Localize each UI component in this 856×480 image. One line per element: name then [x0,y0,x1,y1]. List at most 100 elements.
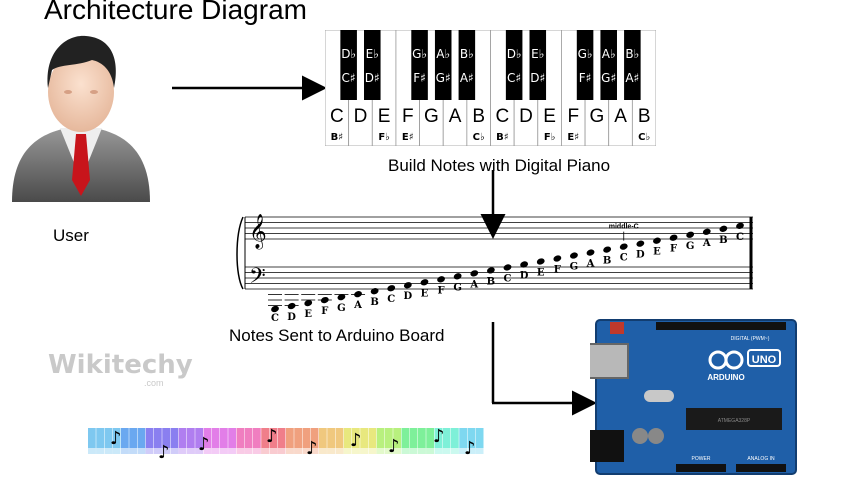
usb-port [590,343,629,379]
rainbow-key [393,428,401,454]
rainbow-key [137,428,146,454]
uno-text: UNO [752,354,777,366]
black-key [624,30,641,100]
rainbow-key [434,428,443,454]
note-name-label: E [304,309,312,320]
note-head [719,225,728,232]
rainbow-key-base [385,448,393,456]
black-key-flat-label: E♭ [531,47,544,61]
rainbow-key-base [269,448,278,456]
black-key [364,30,381,100]
rainbow-key [302,428,311,454]
rainbow-key-base [376,448,385,456]
rainbow-key [459,428,467,454]
rainbow-key [261,428,269,454]
note-name-label: B [487,276,495,287]
black-key [505,30,523,100]
rainbow-key [385,428,393,454]
rainbow-key [96,428,104,454]
white-key-label: F [567,106,579,127]
rainbow-key-base [170,448,179,456]
rainbow-key [162,428,170,454]
infinity-logo-right [724,350,744,370]
reset-button [610,322,624,334]
note-name-label: B [603,256,611,267]
rainbow-key-base [145,448,154,456]
music-note-icon: ♪ [198,434,210,455]
rainbow-key [467,428,476,454]
rainbow-key [294,428,302,454]
note-head [570,252,578,259]
white-key-enharmonic-label: B♯ [331,132,343,143]
businessman-avatar-icon [12,35,150,202]
chip-label-text: ATMEGA328P [718,418,751,424]
rainbow-key [319,428,327,454]
rainbow-key [203,428,212,454]
black-key-sharp-label: G♯ [601,71,616,85]
black-key-sharp-label: G♯ [436,71,451,85]
black-key-sharp-label: A♯ [460,71,474,85]
rainbow-key-base [393,448,401,456]
black-key-flat-label: A♭ [436,47,450,61]
black-key-flat-label: B♭ [625,47,639,61]
white-key-enharmonic-label: C♭ [638,132,650,143]
rainbow-keyboard-illustration: ♪♪♪♪♪♪♪♪♪ [88,426,484,463]
note-name-label: G [453,282,462,293]
note-head [653,237,661,244]
white-key-label: A [449,106,462,127]
black-key [600,30,617,100]
rainbow-key [112,428,121,454]
rainbow-key-base [261,448,269,456]
rainbow-key [187,428,195,454]
rainbow-key [310,428,319,454]
rainbow-key-base [112,448,121,456]
black-key-flat-label: D♭ [341,47,356,61]
white-key-label: B [638,106,651,127]
rainbow-key [178,428,187,454]
white-key-label: E [543,106,556,127]
note-name-label: F [554,265,561,276]
note-head [520,261,529,268]
note-name-label: F [670,244,677,255]
note-head [702,228,711,235]
rainbow-key [368,428,377,454]
rainbow-key [244,428,253,454]
arduino-uno-board: UNO ARDUINO DIGITAL (PWM~) ATMEGA328P PO… [590,319,797,475]
rainbow-key [376,428,385,454]
music-note-icon: ♪ [388,436,400,457]
black-key-sharp-label: C♯ [507,71,521,85]
analog-label-text: ANALOG IN [747,456,775,462]
note-name-label: C [736,232,744,243]
rainbow-key [269,428,278,454]
note-head [736,222,744,229]
note-name-label: A [353,300,362,311]
rainbow-key-base [137,448,146,456]
rainbow-key [121,428,129,454]
rainbow-key [129,428,137,454]
rainbow-key [154,428,162,454]
rainbow-key-base [88,448,96,456]
music-note-icon: ♪ [306,438,318,459]
note-name-label: G [686,241,695,252]
rainbow-key-base [360,448,368,456]
note-name-label: A [702,238,711,249]
digital-label-text: DIGITAL (PWM~) [731,336,770,342]
black-key-flat-label: B♭ [460,47,474,61]
wikitechy-logo: Wikitechy .com [48,350,193,394]
rainbow-key [228,428,236,454]
rainbow-key-base [352,448,360,456]
build-notes-label: Build Notes with Digital Piano [388,156,611,175]
treble-clef-icon: 𝄞 [249,214,267,250]
staff-brace [236,216,244,290]
rainbow-key [401,428,410,454]
music-note-icon: ♪ [464,438,476,459]
white-key-enharmonic-label: C♭ [473,132,485,143]
music-note-icon: ♪ [110,428,122,449]
rainbow-key-base [319,448,327,456]
white-key-enharmonic-label: E♯ [567,132,579,143]
rainbow-key-base [401,448,410,456]
note-head [437,276,445,283]
